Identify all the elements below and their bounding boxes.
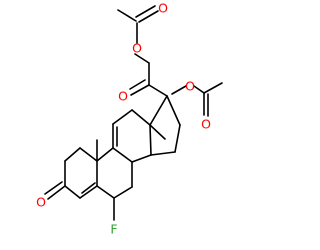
bond bbox=[47, 185, 66, 200]
atom-labels: O O O O O O F bbox=[36, 1, 211, 237]
bond bbox=[79, 185, 98, 199]
bond bbox=[135, 5, 156, 18]
bond bbox=[166, 95, 181, 126]
bond bbox=[81, 182, 96, 194]
bond bbox=[174, 124, 181, 153]
oxygen-atom-acetyl-top: O bbox=[132, 41, 142, 56]
ring-a bbox=[44, 139, 98, 200]
bond bbox=[64, 147, 81, 162]
right-acetate-group bbox=[171, 82, 223, 117]
bond bbox=[112, 147, 133, 163]
top-acetate-group bbox=[117, 5, 159, 64]
bond bbox=[129, 79, 146, 90]
bond bbox=[44, 181, 63, 195]
side-chain bbox=[129, 62, 168, 97]
bond bbox=[193, 85, 205, 94]
bond bbox=[96, 147, 114, 162]
structural-formula: O O O O O O F bbox=[36, 1, 223, 237]
bond bbox=[96, 185, 115, 199]
bond bbox=[113, 186, 133, 199]
bond bbox=[148, 84, 168, 97]
ring-b bbox=[96, 147, 133, 221]
bond bbox=[79, 147, 98, 162]
bond bbox=[171, 85, 187, 95]
bond bbox=[134, 53, 150, 64]
bond bbox=[131, 154, 152, 163]
bond bbox=[64, 185, 81, 199]
oxygen-atom-ester-top: O bbox=[158, 1, 168, 16]
bond bbox=[149, 124, 166, 140]
bond bbox=[112, 109, 133, 125]
bond bbox=[149, 95, 168, 126]
oxygen-atom-ketone-side: O bbox=[118, 89, 128, 104]
oxygen-atom-acetyl-right: O bbox=[201, 117, 211, 132]
bond bbox=[131, 109, 151, 126]
bond bbox=[203, 82, 223, 94]
bond bbox=[149, 124, 152, 156]
oxygen-atom-ester-right: O bbox=[185, 79, 195, 94]
bond bbox=[138, 10, 159, 23]
fluorine-atom: F bbox=[110, 222, 117, 237]
ring-d bbox=[149, 95, 181, 156]
bond bbox=[117, 9, 137, 22]
bond bbox=[130, 84, 150, 96]
bond bbox=[150, 151, 176, 156]
ring-c bbox=[112, 109, 152, 163]
oxygen-atom-ring-ketone: O bbox=[36, 195, 46, 210]
